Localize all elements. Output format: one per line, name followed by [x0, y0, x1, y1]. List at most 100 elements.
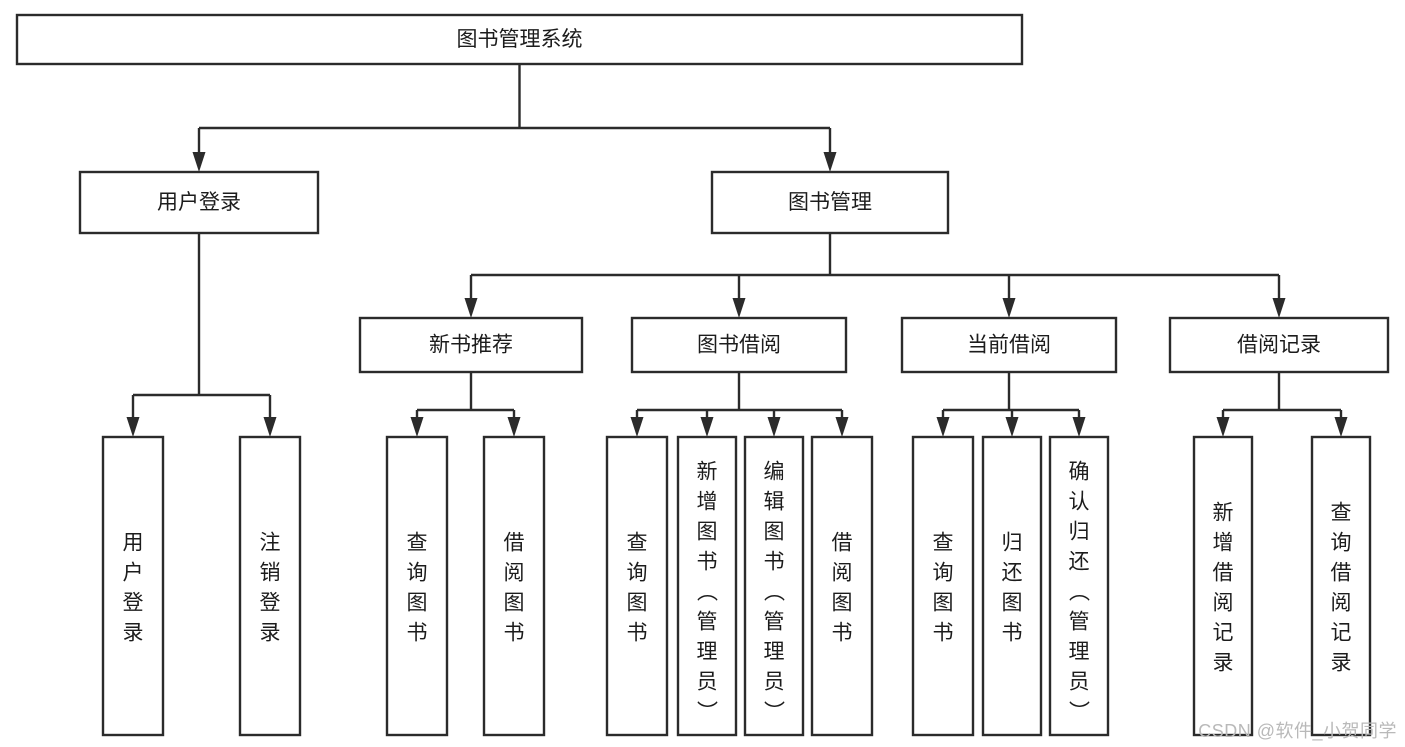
node-box[interactable]: [15, 13, 1024, 66]
node-label: 确认归还（管理员）: [1069, 460, 1091, 723]
node-leaf-query-record[interactable]: 查询借阅记录: [1310, 435, 1372, 737]
node-label-char: （: [697, 580, 719, 603]
node-label: 借阅记录: [1237, 334, 1321, 357]
node-leaf-query-book-2[interactable]: 查询图书: [605, 435, 669, 737]
node-user-login[interactable]: 用户登录: [78, 170, 320, 235]
arrow-head-icon: [732, 298, 746, 318]
node-label-char: ）: [697, 700, 719, 723]
node-box[interactable]: [981, 435, 1043, 737]
node-label-char: 员: [1069, 670, 1090, 693]
node-label: 编辑图书（管理员）: [764, 460, 786, 723]
node-box[interactable]: [743, 435, 805, 737]
node-box[interactable]: [911, 435, 975, 737]
node-leaf-query-book-3[interactable]: 查询图书: [911, 435, 975, 737]
node-leaf-borrow-book-2[interactable]: 借阅图书: [810, 435, 874, 737]
node-label: 新增借阅记录: [1213, 501, 1234, 674]
node-label-char: 书: [764, 550, 785, 573]
node-label-char: 理: [764, 640, 785, 663]
node-label-char: 图: [764, 520, 785, 543]
node-label-char: 归: [1002, 531, 1023, 554]
node-label-char: 图: [697, 520, 718, 543]
node-borrow-record[interactable]: 借阅记录: [1168, 316, 1390, 374]
node-label-char: 询: [407, 561, 428, 584]
node-label-char: 新: [697, 460, 718, 483]
node-new-book-rec[interactable]: 新书推荐: [358, 316, 584, 374]
node-leaf-edit-book[interactable]: 编辑图书（管理员）: [743, 435, 805, 737]
node-box[interactable]: [630, 316, 848, 374]
node-box[interactable]: [676, 435, 738, 737]
node-leaf-query-book-1[interactable]: 查询图书: [385, 435, 449, 737]
node-label-char: 图: [627, 591, 648, 614]
node-label-char: 查: [407, 531, 428, 554]
node-label-char: 辑: [764, 490, 785, 513]
node-box[interactable]: [482, 435, 546, 737]
node-label: 查询图书: [933, 531, 954, 644]
node-label-char: 员: [697, 670, 718, 693]
node-label-char: 查: [627, 531, 648, 554]
node-box[interactable]: [1168, 316, 1390, 374]
node-label-char: 新: [1213, 501, 1234, 524]
node-box[interactable]: [101, 435, 165, 737]
node-label-char: 员: [764, 670, 785, 693]
node-leaf-logout[interactable]: 注销登录: [238, 435, 302, 737]
node-label: 当前借阅: [967, 334, 1051, 357]
node-box[interactable]: [1048, 435, 1110, 737]
node-box[interactable]: [78, 170, 320, 235]
node-leaf-add-record[interactable]: 新增借阅记录: [1192, 435, 1254, 737]
node-box[interactable]: [900, 316, 1118, 374]
node-root[interactable]: 图书管理系统: [15, 13, 1024, 66]
node-label-char: 用: [123, 531, 144, 554]
node-label-char: 书: [407, 621, 428, 644]
node-label-char: 管: [1069, 610, 1090, 633]
arrow-head-icon: [823, 152, 837, 172]
node-book-manage[interactable]: 图书管理: [710, 170, 950, 235]
node-leaf-confirm-return[interactable]: 确认归还（管理员）: [1048, 435, 1110, 737]
node-label-char: 编: [764, 460, 785, 483]
arrow-head-icon: [464, 298, 478, 318]
node-leaf-borrow-book-1[interactable]: 借阅图书: [482, 435, 546, 737]
node-label-char: 还: [1002, 561, 1023, 584]
arrow-head-icon: [700, 417, 714, 437]
node-label: 用户登录: [157, 191, 241, 214]
node-label: 注销登录: [260, 531, 281, 644]
node-label-char: 管: [697, 610, 718, 633]
node-layer: 图书管理系统用户登录图书管理新书推荐图书借阅当前借阅借阅记录用户登录注销登录查询…: [15, 13, 1390, 737]
node-label-char: 理: [697, 640, 718, 663]
node-box[interactable]: [1192, 435, 1254, 737]
arrow-head-icon: [1272, 298, 1286, 318]
node-label-char: 阅: [1213, 591, 1234, 614]
node-leaf-user-login[interactable]: 用户登录: [101, 435, 165, 737]
node-label-char: 查: [933, 531, 954, 554]
arrow-head-icon: [1334, 417, 1348, 437]
node-box[interactable]: [710, 170, 950, 235]
arrow-head-icon: [1072, 417, 1086, 437]
node-label-char: 录: [260, 621, 281, 644]
node-label: 借阅图书: [504, 531, 525, 644]
node-leaf-return-book[interactable]: 归还图书: [981, 435, 1043, 737]
node-book-borrow[interactable]: 图书借阅: [630, 316, 848, 374]
node-label-char: 询: [627, 561, 648, 584]
node-label-char: 认: [1069, 490, 1090, 513]
node-label-char: 借: [504, 531, 525, 554]
node-box[interactable]: [1310, 435, 1372, 737]
arrow-head-icon: [1216, 417, 1230, 437]
node-label-char: 理: [1069, 640, 1090, 663]
node-current-borrow[interactable]: 当前借阅: [900, 316, 1118, 374]
node-label-char: 借: [832, 531, 853, 554]
node-label-char: 录: [1331, 651, 1352, 674]
node-label-char: 书: [504, 621, 525, 644]
node-box[interactable]: [238, 435, 302, 737]
node-box[interactable]: [605, 435, 669, 737]
node-label-char: 增: [697, 490, 718, 513]
node-box[interactable]: [385, 435, 449, 737]
node-box[interactable]: [810, 435, 874, 737]
node-box[interactable]: [358, 316, 584, 374]
node-leaf-add-book[interactable]: 新增图书 （ 管理员 ）: [676, 435, 738, 737]
node-label-char: 图: [504, 591, 525, 614]
node-label-char: 借: [1331, 561, 1352, 584]
node-label-char: 还: [1069, 550, 1090, 573]
node-label-char: 书: [697, 550, 718, 573]
node-label: 新书推荐: [429, 334, 513, 357]
node-label-char: 图: [1002, 591, 1023, 614]
